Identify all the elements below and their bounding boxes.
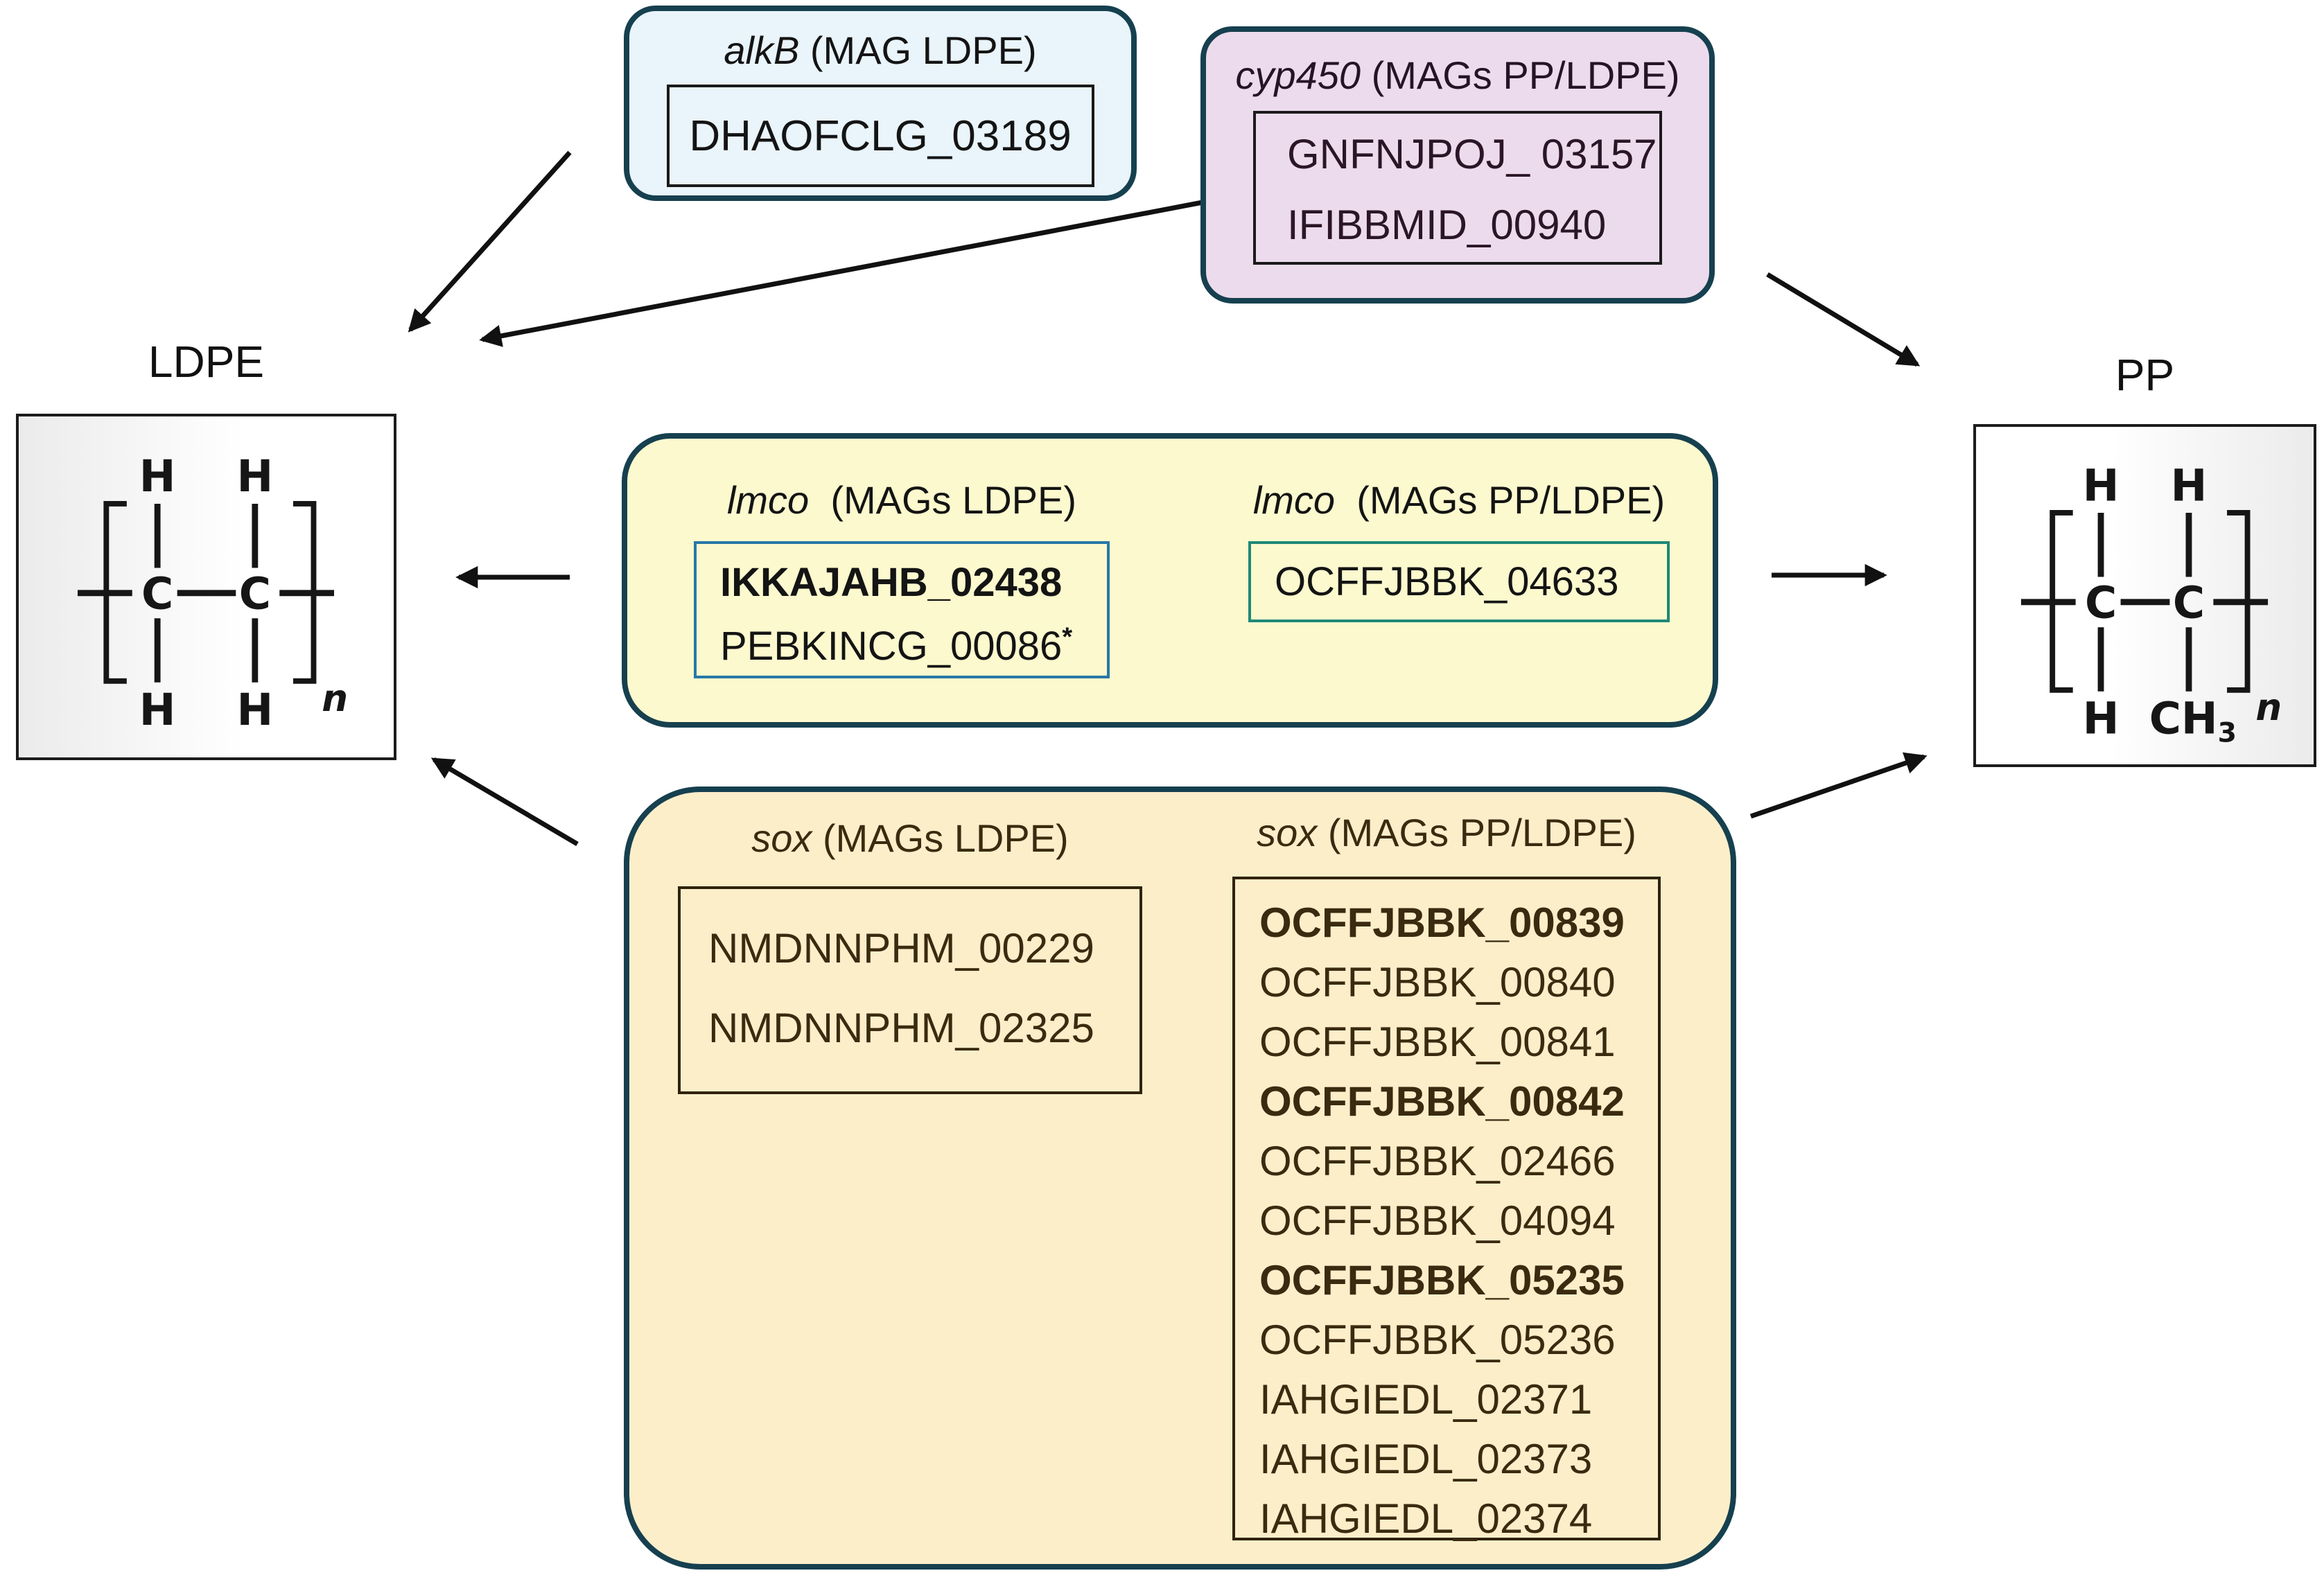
gene-id: OCFFJBBK_00841 — [1259, 1019, 1616, 1065]
gene-name: cyp450 — [1235, 53, 1361, 97]
gene-name: sox — [751, 816, 812, 860]
gene-scope: (MAGs PP/LDPE) — [1356, 478, 1666, 522]
lmco-pp-id-list: OCFFJBBK_04633 — [1248, 541, 1670, 622]
pp-label: PP — [2115, 350, 2175, 400]
gene-name: alkB — [724, 28, 800, 72]
gene-name: lmco — [1252, 478, 1336, 522]
gene-id: OCFFJBBK_04633 — [1275, 559, 1619, 604]
atom-c: C — [239, 568, 271, 619]
atom-c: C — [141, 568, 173, 619]
gene-id: DHAOFCLG_03189 — [689, 112, 1072, 160]
gene-name: lmco — [726, 478, 810, 522]
gene-id: IFIBBMID_00940 — [1287, 202, 1607, 248]
gene-scope: (MAGs PP/LDPE) — [1371, 53, 1680, 97]
gene-id: OCFFJBBK_00840 — [1259, 959, 1616, 1005]
subscript-n: n — [2255, 686, 2282, 729]
gene-id: IAHGIEDL_02373 — [1259, 1436, 1593, 1482]
ldpe-label: LDPE — [148, 337, 265, 387]
gene-id-asterisk: * — [1062, 622, 1073, 652]
atom-c: C — [2085, 577, 2117, 628]
gene-id: NMDNNPHM_02325 — [708, 1005, 1094, 1051]
gene-id: IAHGIEDL_02374 — [1259, 1495, 1593, 1542]
gene-id: OCFFJBBK_00842 — [1259, 1078, 1625, 1125]
gene-scope: (MAGs LDPE) — [830, 478, 1077, 522]
alkb-gene-box: alkB (MAG LDPE) DHAOFCLG_03189 — [624, 6, 1137, 201]
gene-name: sox — [1257, 811, 1318, 854]
gene-id: IKKAJAHB_02438 — [720, 560, 1063, 605]
gene-id: OCFFJBBK_00839 — [1259, 899, 1625, 946]
subscript-n: n — [322, 677, 348, 720]
atom-h: H — [237, 451, 274, 502]
gene-id: NMDNNPHM_00229 — [708, 925, 1094, 972]
arrow-sox-to-ldpe — [430, 757, 579, 847]
lmco-pp-column: lmco (MAGs PP/LDPE) OCFFJBBK_04633 — [1248, 477, 1670, 622]
atom-h: H — [2083, 694, 2120, 744]
gene-id: OCFFJBBK_05236 — [1259, 1317, 1616, 1363]
cyp450-header: cyp450 (MAGs PP/LDPE) — [1206, 53, 1709, 98]
pp-structure: H H C C H CH3 n — [1973, 424, 2316, 767]
arrow-cyp450-to-ldpe — [479, 200, 1203, 347]
atom-h: H — [139, 685, 176, 735]
gene-scope: (MAG LDPE) — [810, 28, 1037, 72]
arrow-sox-to-pp — [1749, 752, 1928, 819]
atom-h: H — [2171, 460, 2208, 511]
atom-ch3: CH3 — [2149, 694, 2237, 749]
atom-c: C — [2173, 577, 2205, 628]
atom-h: H — [139, 451, 176, 502]
lmco-pp-header: lmco (MAGs PP/LDPE) — [1248, 477, 1670, 523]
atom-h: H — [2083, 460, 2120, 511]
arrow-alkb-to-ldpe — [408, 150, 572, 333]
atom-h: H — [237, 685, 274, 735]
ldpe-structure-drawing: H H C C H H n — [78, 451, 348, 735]
ldpe-structure: H H C C H H n — [16, 414, 396, 760]
sox-pp-header: sox (MAGs PP/LDPE) — [1232, 810, 1661, 856]
pp-structure-drawing: H H C C H CH3 n — [2020, 460, 2282, 749]
arrow-cyp450-to-pp — [1766, 272, 1921, 367]
gene-id: OCFFJBBK_05235 — [1259, 1257, 1625, 1303]
lmco-ldpe-header: lmco (MAGs LDPE) — [694, 477, 1110, 523]
alkb-id-list: DHAOFCLG_03189 — [666, 85, 1094, 187]
alkb-header: alkB (MAG LDPE) — [629, 28, 1131, 73]
sox-ldpe-header: sox (MAGs LDPE) — [678, 816, 1142, 861]
gene-scope: (MAGs LDPE) — [823, 816, 1069, 860]
gene-id: OCFFJBBK_02466 — [1259, 1138, 1616, 1184]
gene-id: PEBKINCG_00086* — [720, 622, 1073, 669]
gene-id: GNFNJPOJ_ 03157 — [1287, 131, 1657, 177]
gene-scope: (MAGs PP/LDPE) — [1327, 811, 1636, 854]
gene-id: IAHGIEDL_02371 — [1259, 1376, 1593, 1423]
gene-id: OCFFJBBK_04094 — [1259, 1197, 1616, 1244]
